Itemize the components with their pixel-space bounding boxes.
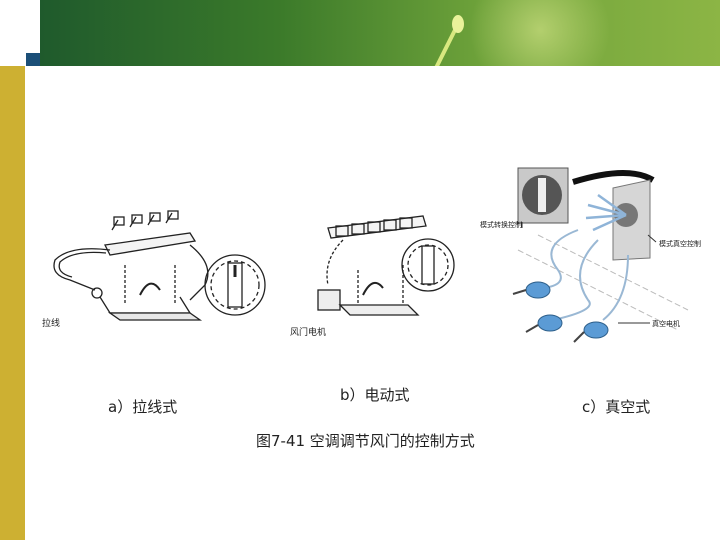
motor-label: 风门电机 [290,326,326,338]
electric-control-diagram: 风门电机 [290,215,455,338]
mode-switch-label: 模式转换控制 [480,220,522,229]
caption-panel-a: a）拉线式 [108,398,178,416]
banner-glow [460,0,620,66]
corner-accent [26,53,40,66]
cable-control-diagram: 拉线 [42,210,266,329]
vacuum-control-diagram: 模式转换控制 模式真空控制 真空电机 [480,167,701,343]
vacuum-control-label: 模式真空控制 [659,239,701,248]
caption-panel-b: b）电动式 [340,386,410,404]
left-accent-bar [0,66,25,540]
caption-panel-c: c）真空式 [582,398,651,416]
plant-stem-image [434,15,464,66]
cable-label: 拉线 [42,317,60,329]
header-banner [40,0,720,66]
vacuum-motor-label: 真空电机 [652,319,680,328]
figure-title: 图7-41 空调调节风门的控制方式 [256,432,475,450]
